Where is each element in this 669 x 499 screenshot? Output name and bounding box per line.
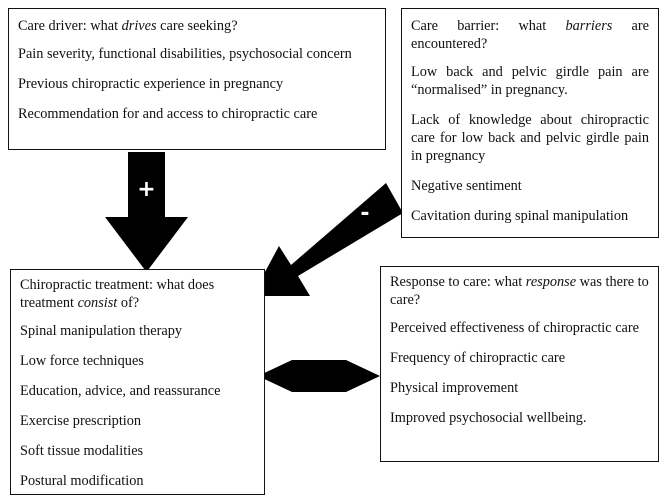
response-item: Frequency of chiropractic care (390, 350, 566, 366)
response-item: Physical improvement (390, 380, 519, 396)
care-driver-title: Care driver: what drives care seeking? (18, 18, 238, 34)
care-driver-item: Pain severity, functional disabilities, … (18, 46, 352, 62)
response-item: Perceived effectiveness of chiropractic … (390, 320, 639, 336)
care-barrier-box: Care barrier: what barriers are encounte… (401, 8, 659, 238)
care-barrier-item: Lack of knowledge about chiropractic car… (411, 112, 649, 164)
treatment-title: Chiropractic treatment: what does treatm… (20, 277, 215, 311)
care-driver-item: Recommendation for and access to chiropr… (18, 106, 318, 122)
positive-arrow (105, 152, 188, 272)
treatment-item: Soft tissue modalities (20, 443, 144, 459)
treatment-item: Postural modification (20, 473, 144, 489)
care-barrier-title: Care barrier: what barriers are encounte… (411, 18, 649, 52)
treatment-item: Education, advice, and reassurance (20, 383, 221, 399)
response-to-care-box: Response to care: what response was ther… (380, 266, 659, 462)
treatment-item: Low force techniques (20, 353, 144, 369)
minus-sign: - (360, 201, 369, 226)
care-barrier-item: Low back and pelvic girdle pain are “nor… (411, 64, 649, 98)
care-driver-box: Care driver: what drives care seeking? P… (8, 8, 386, 150)
care-driver-item: Previous chiropractic experience in preg… (18, 76, 284, 92)
care-barrier-item: Negative sentiment (411, 178, 522, 194)
bidirectional-arrow (258, 360, 380, 392)
chiropractic-treatment-box: Chiropractic treatment: what does treatm… (10, 269, 265, 495)
care-barrier-item: Cavitation during spinal manipulation (411, 208, 629, 224)
response-title: Response to care: what response was ther… (390, 274, 649, 308)
negative-arrow (252, 183, 403, 296)
response-item: Improved psychosocial wellbeing. (390, 410, 587, 426)
treatment-item: Exercise prescription (20, 413, 142, 429)
plus-sign: + (137, 177, 155, 202)
treatment-item: Spinal manipulation therapy (20, 323, 182, 339)
